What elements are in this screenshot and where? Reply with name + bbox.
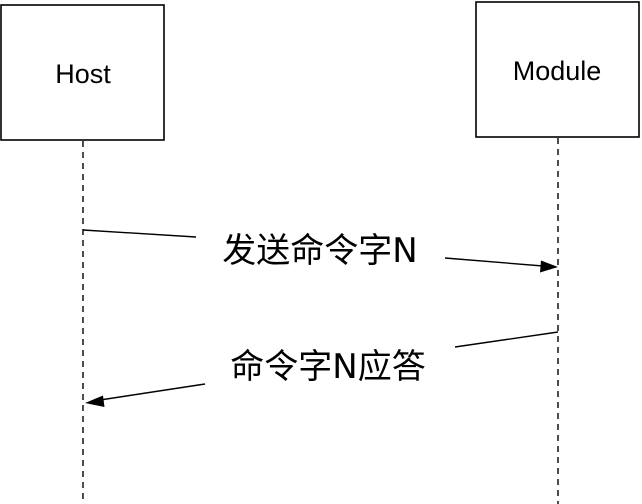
request-label: 发送命令字N	[222, 231, 417, 271]
request-line-segment-right	[444, 257, 544, 267]
module-box	[475, 1, 640, 138]
module-participant: Module	[475, 1, 640, 138]
message-request: 发送命令字N	[82, 229, 558, 273]
request-arrowhead-icon	[540, 260, 558, 273]
message-response: 命令字N应答	[85, 331, 559, 407]
host-label: Host	[55, 59, 111, 89]
host-participant: Host	[0, 4, 165, 141]
response-label: 命令字N应答	[230, 347, 425, 387]
response-line-segment-left	[99, 383, 206, 401]
module-label: Module	[513, 56, 602, 86]
response-arrowhead-icon	[85, 395, 105, 407]
host-box	[0, 4, 165, 141]
response-line-segment-right	[454, 331, 559, 348]
request-line-segment-left	[82, 229, 197, 238]
